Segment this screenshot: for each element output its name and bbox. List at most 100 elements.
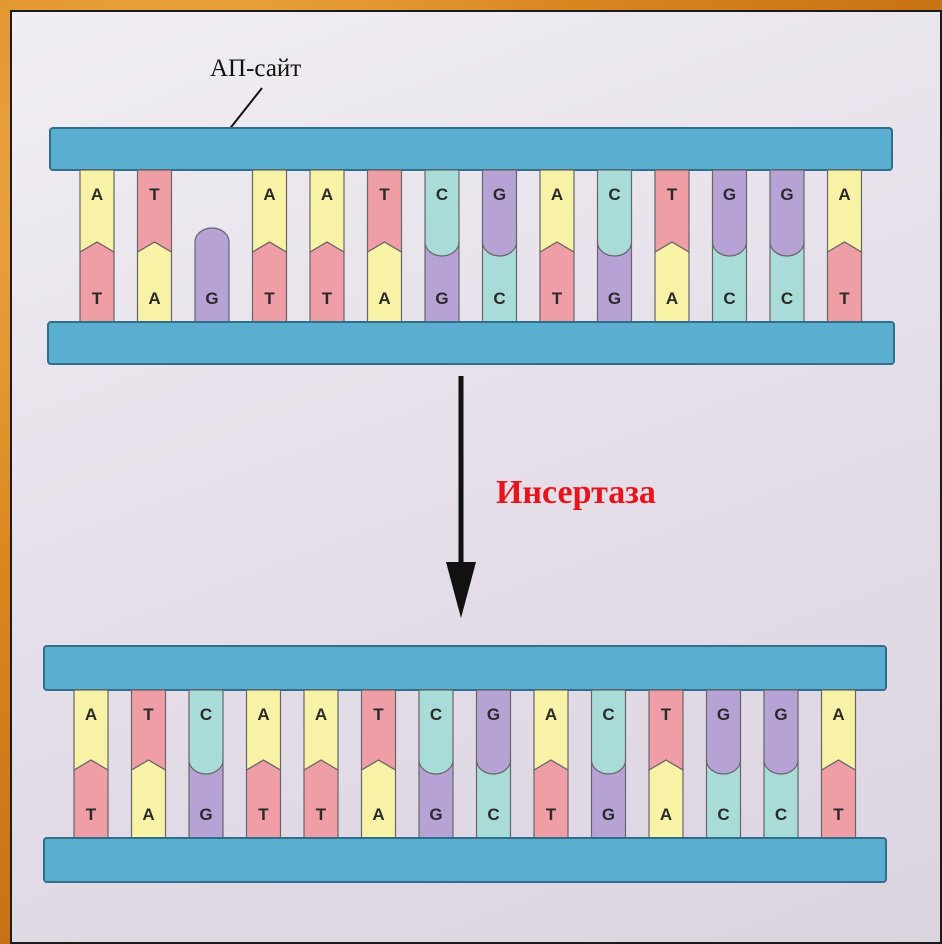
base-letter: A <box>372 805 384 824</box>
after-bottom-base-8: T <box>533 759 569 839</box>
backbone-bottom-before <box>47 321 895 365</box>
before-bottom-base-4: T <box>309 241 345 323</box>
base-letter: T <box>322 289 333 308</box>
base-letter: G <box>717 705 730 724</box>
base-letter: T <box>839 289 850 308</box>
base-shape <box>366 169 403 254</box>
base-letter: A <box>545 705 557 724</box>
base-shape <box>130 759 167 839</box>
base-shape <box>303 689 339 772</box>
base-shape <box>648 759 684 839</box>
base-letter: G <box>608 289 621 308</box>
base-shape <box>194 227 230 323</box>
before-top-base-5: T <box>366 169 403 254</box>
base-letter: T <box>373 705 384 724</box>
base-shape <box>648 689 684 772</box>
base-shape <box>820 759 857 839</box>
before-top-base-10: T <box>654 169 690 254</box>
base-shape <box>769 169 805 257</box>
base-letter: G <box>774 705 787 724</box>
base-letter: T <box>667 185 678 204</box>
base-letter: G <box>435 289 448 308</box>
after-bottom-base-13: T <box>820 759 857 839</box>
base-letter: A <box>148 289 160 308</box>
base-shape <box>539 241 575 323</box>
base-shape <box>245 759 282 839</box>
base-shape <box>251 241 288 323</box>
base-shape <box>366 241 403 323</box>
base-shape <box>539 169 575 254</box>
before-top-base-1: T <box>136 169 173 254</box>
after-bottom-base-0: T <box>73 759 109 839</box>
base-letter: C <box>775 805 787 824</box>
before-bottom-base-10: A <box>654 241 690 323</box>
base-shape <box>826 169 863 254</box>
after-top-base-13: A <box>820 689 857 772</box>
before-top-base-8: A <box>539 169 575 254</box>
base-shape <box>424 169 460 257</box>
base-letter: G <box>199 805 212 824</box>
base-letter: T <box>86 805 97 824</box>
after-top-base-9: C <box>590 689 627 775</box>
base-shape <box>360 759 397 839</box>
before-top-base-0: A <box>79 169 115 254</box>
base-letter: G <box>723 185 736 204</box>
after-top-base-12: G <box>763 689 799 775</box>
base-letter: G <box>487 705 500 724</box>
base-letter: T <box>92 289 103 308</box>
base-shape <box>475 689 512 775</box>
before-top-base-3: A <box>251 169 288 254</box>
base-letter: C <box>200 705 212 724</box>
after-bottom-base-1: A <box>130 759 167 839</box>
base-letter: A <box>142 805 154 824</box>
base-shape <box>251 169 288 254</box>
base-shape <box>533 759 569 839</box>
base-shape <box>309 169 345 254</box>
base-shape <box>309 241 345 323</box>
base-letter: G <box>205 289 218 308</box>
base-letter: G <box>493 185 506 204</box>
base-letter: T <box>258 805 269 824</box>
after-top-base-0: A <box>73 689 109 772</box>
base-shape <box>136 241 173 323</box>
after-bottom-base-5: A <box>360 759 397 839</box>
base-shape <box>79 169 115 254</box>
base-letter: T <box>143 705 154 724</box>
base-letter: T <box>833 805 844 824</box>
after-top-base-7: G <box>475 689 512 775</box>
base-letter: T <box>379 185 390 204</box>
base-letter: A <box>660 805 672 824</box>
base-letter: A <box>263 185 275 204</box>
base-letter: T <box>264 289 275 308</box>
base-letter: A <box>838 185 850 204</box>
base-letter: T <box>316 805 327 824</box>
base-shape <box>130 689 167 772</box>
before-bottom-base-5: A <box>366 241 403 323</box>
base-letter: A <box>315 705 327 724</box>
base-letter: A <box>321 185 333 204</box>
base-letter: G <box>429 805 442 824</box>
base-letter: A <box>91 185 103 204</box>
base-letter: T <box>546 805 557 824</box>
base-shape <box>590 689 627 775</box>
base-shape <box>533 689 569 772</box>
base-shape <box>654 169 690 254</box>
base-letter: T <box>661 705 672 724</box>
base-letter: C <box>487 805 499 824</box>
after-bottom-base-3: T <box>245 759 282 839</box>
before-bottom-base-3: T <box>251 241 288 323</box>
base-shape <box>705 689 742 775</box>
base-letter: C <box>493 289 505 308</box>
after-top-base-8: A <box>533 689 569 772</box>
before-bottom-base-8: T <box>539 241 575 323</box>
base-shape <box>360 689 397 772</box>
before-top-base-12: G <box>769 169 805 257</box>
base-shape <box>481 169 518 257</box>
base-letter: T <box>149 185 160 204</box>
base-letter: C <box>723 289 735 308</box>
after-top-base-1: T <box>130 689 167 772</box>
